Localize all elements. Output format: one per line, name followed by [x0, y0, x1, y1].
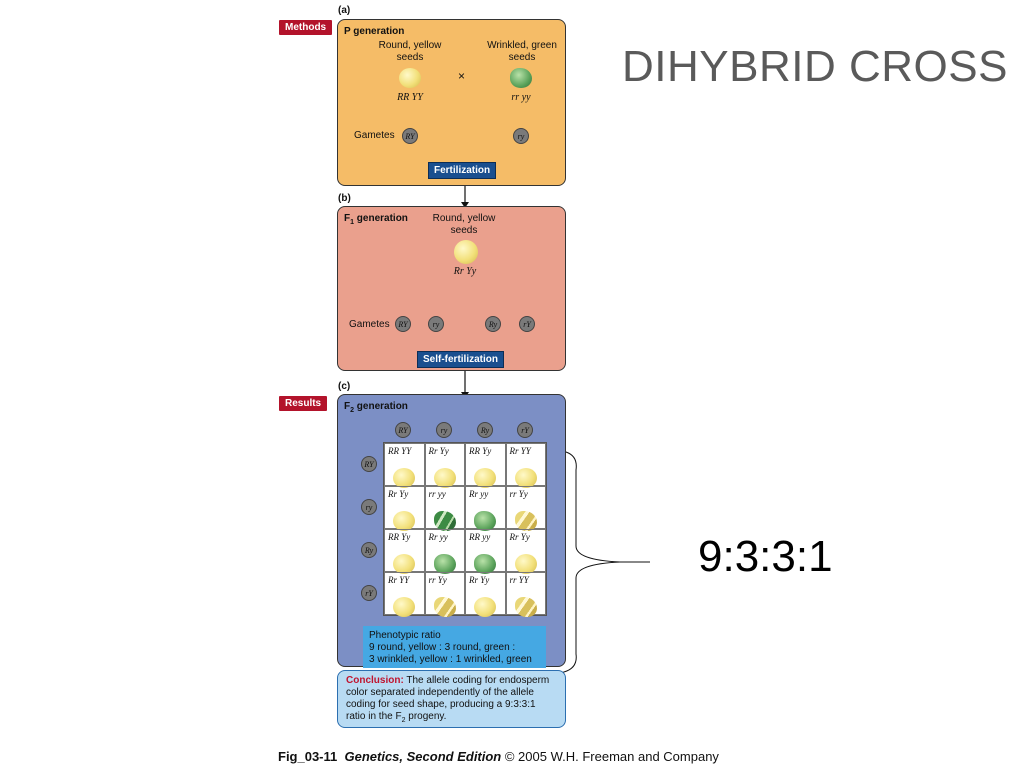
wrinkled-green-seed-icon: [510, 68, 532, 88]
punnett-square: RR YY Rr Yy RR Yy Rr YY Rr Yy rr yy Rr yy rr Yy…: [383, 442, 547, 617]
fertilization-label: Fertilization: [428, 162, 497, 179]
col-gamete-Ry: Ry: [477, 422, 493, 438]
row-gamete-rY: rY: [361, 585, 377, 601]
punnett-cell: Rr Yy: [384, 486, 425, 531]
p-generation-panel: [337, 19, 566, 186]
round-yellow-seed-icon: [514, 468, 537, 488]
col-gamete-ry: ry: [436, 422, 452, 438]
panel-a-letter: (a): [338, 5, 351, 16]
conclusion-box: Conclusion: The allele coding for endosp…: [337, 670, 566, 728]
punnett-cell: RR YY: [384, 443, 425, 488]
round-yellow-seed-icon: [393, 468, 416, 488]
p-generation-title: P generation: [344, 26, 405, 37]
methods-tag: Methods: [279, 20, 333, 35]
gamete-ry: ry: [513, 128, 529, 144]
col-gamete-rY: rY: [517, 422, 533, 438]
punnett-cell-genotype: rr yy: [428, 489, 446, 499]
slide-title: DIHYBRID CROSS: [622, 42, 1008, 91]
punnett-cell-genotype: RR Yy: [469, 446, 492, 456]
round-yellow-seed-icon: [399, 68, 421, 88]
f1-gamete-rY: rY: [519, 316, 535, 332]
gamete-RY: RY: [402, 128, 418, 144]
punnett-cell: rr YY: [505, 572, 546, 617]
round-yellow-seed-icon: [474, 597, 497, 617]
punnett-cell-genotype: rr Yy: [509, 489, 528, 499]
col-gamete-RY: RY: [395, 422, 411, 438]
punnett-cell: RR Yy: [465, 443, 506, 488]
punnett-cell-genotype: Rr yy: [469, 489, 489, 499]
punnett-cell-genotype: rr YY: [509, 575, 529, 585]
punnett-cell: Rr YY: [384, 572, 425, 617]
f1-gamete-Ry: Ry: [485, 316, 501, 332]
punnett-cell: Rr YY: [505, 443, 546, 488]
row-gamete-Ry: Ry: [361, 542, 377, 558]
punnett-cell: rr Yy: [505, 486, 546, 531]
round-green-seed-icon: [433, 554, 456, 574]
punnett-cell-genotype: Rr Yy: [509, 532, 530, 542]
results-tag: Results: [279, 396, 328, 411]
round-yellow-seed-icon: [474, 468, 497, 488]
wrinkled-yellow-seed-icon: [514, 597, 537, 617]
f1-generation-title: F1 generation: [344, 213, 408, 226]
f1-gametes-label: Gametes: [349, 319, 390, 330]
round-green-seed-icon: [474, 554, 497, 574]
row-gamete-ry: ry: [361, 499, 377, 515]
round-yellow-seed-icon: [393, 511, 416, 531]
punnett-cell: rr Yy: [424, 572, 465, 617]
punnett-cell-genotype: RR YY: [388, 446, 412, 456]
punnett-cell: Rr yy: [465, 486, 506, 531]
round-yellow-seed-icon: [393, 554, 416, 574]
figure-caption: Fig_03-11 Genetics, Second Edition © 200…: [278, 749, 719, 764]
wrinkled-yellow-seed-icon: [433, 597, 456, 617]
ratio-title: Phenotypic ratio: [369, 630, 441, 641]
self-fertilization-label: Self-fertilization: [417, 351, 505, 368]
round-yellow-seed-icon: [393, 597, 416, 617]
f2-generation-title: F2 generation: [344, 401, 408, 414]
punnett-cell-genotype: Rr Yy: [388, 489, 409, 499]
punnett-cell: RR Yy: [384, 529, 425, 574]
punnett-cell: Rr yy: [424, 529, 465, 574]
parent1-genotype: RR YY: [397, 92, 423, 103]
punnett-cell: RR yy: [465, 529, 506, 574]
f1-generation-panel: [337, 206, 566, 371]
wrinkled-green-seed-icon: [433, 511, 456, 531]
f1-round-yellow-seed-icon: [454, 240, 478, 264]
punnett-cell: Rr Yy: [424, 443, 465, 488]
phenotypic-ratio-box: Phenotypic ratio 9 round, yellow : 3 rou…: [363, 626, 546, 668]
punnett-cell: rr yy: [424, 486, 465, 531]
f1-gamete-RY: RY: [395, 316, 411, 332]
p-gametes-label: Gametes: [354, 130, 395, 141]
punnett-cell-genotype: Rr Yy: [428, 446, 449, 456]
punnett-cell: Rr Yy: [505, 529, 546, 574]
punnett-cell-genotype: Rr YY: [509, 446, 531, 456]
punnett-cell-genotype: rr Yy: [428, 575, 447, 585]
conclusion-text: The allele coding for endosperm color se…: [346, 675, 550, 722]
round-green-seed-icon: [474, 511, 497, 531]
ratio-line-2: 3 wrinkled, yellow : 1 wrinkled, green: [369, 654, 532, 665]
parent2-genotype: rr yy: [511, 92, 531, 103]
wrinkled-yellow-seed-icon: [514, 511, 537, 531]
round-yellow-seed-icon: [514, 554, 537, 574]
punnett-cell: Rr Yy: [465, 572, 506, 617]
ratio-line-1: 9 round, yellow : 3 round, green :: [369, 642, 516, 653]
conclusion-title: Conclusion:: [346, 675, 404, 686]
f1-genotype: Rr Yy: [453, 266, 477, 277]
panel-c-letter: (c): [338, 381, 351, 392]
punnett-cell-genotype: Rr YY: [388, 575, 410, 585]
punnett-cell-genotype: Rr yy: [428, 532, 448, 542]
punnett-cell-genotype: RR yy: [469, 532, 491, 542]
ratio-callout: 9:3:3:1: [698, 532, 833, 581]
f1-gamete-ry: ry: [428, 316, 444, 332]
row-gamete-RY: RY: [361, 456, 377, 472]
panel-b-letter: (b): [338, 193, 351, 204]
punnett-cell-genotype: Rr Yy: [469, 575, 490, 585]
punnett-cell-genotype: RR Yy: [388, 532, 411, 542]
round-yellow-seed-icon: [433, 468, 456, 488]
cross-symbol: ×: [458, 69, 466, 83]
